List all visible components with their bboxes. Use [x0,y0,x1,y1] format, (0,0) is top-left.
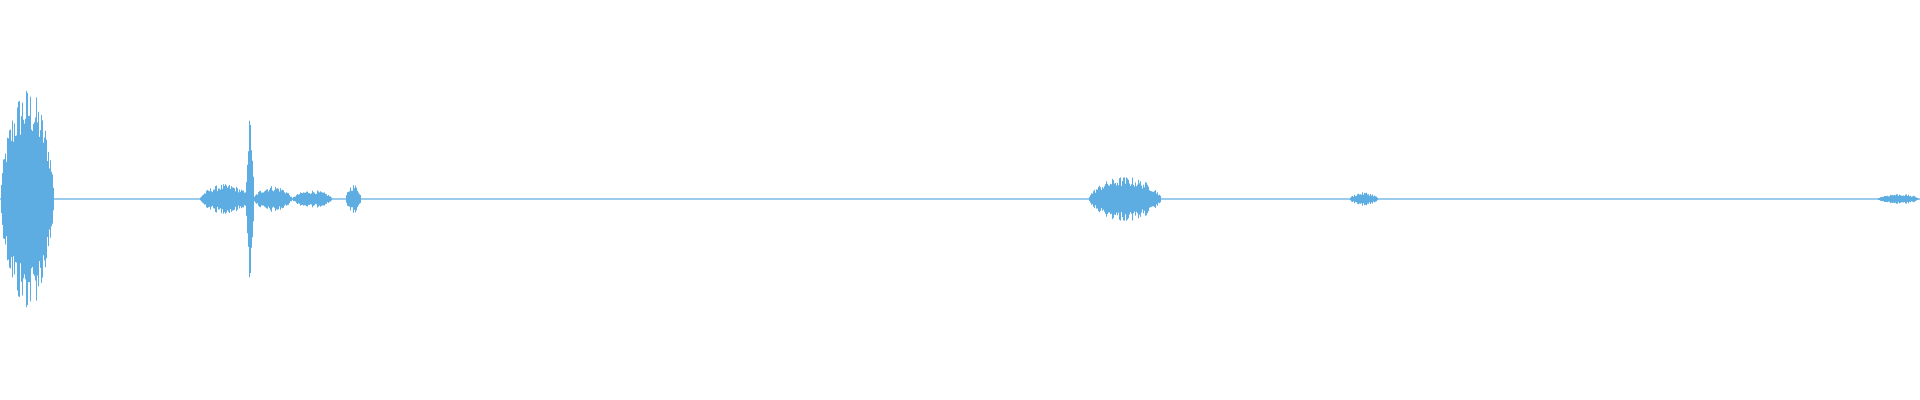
waveform-trace [0,90,1920,308]
